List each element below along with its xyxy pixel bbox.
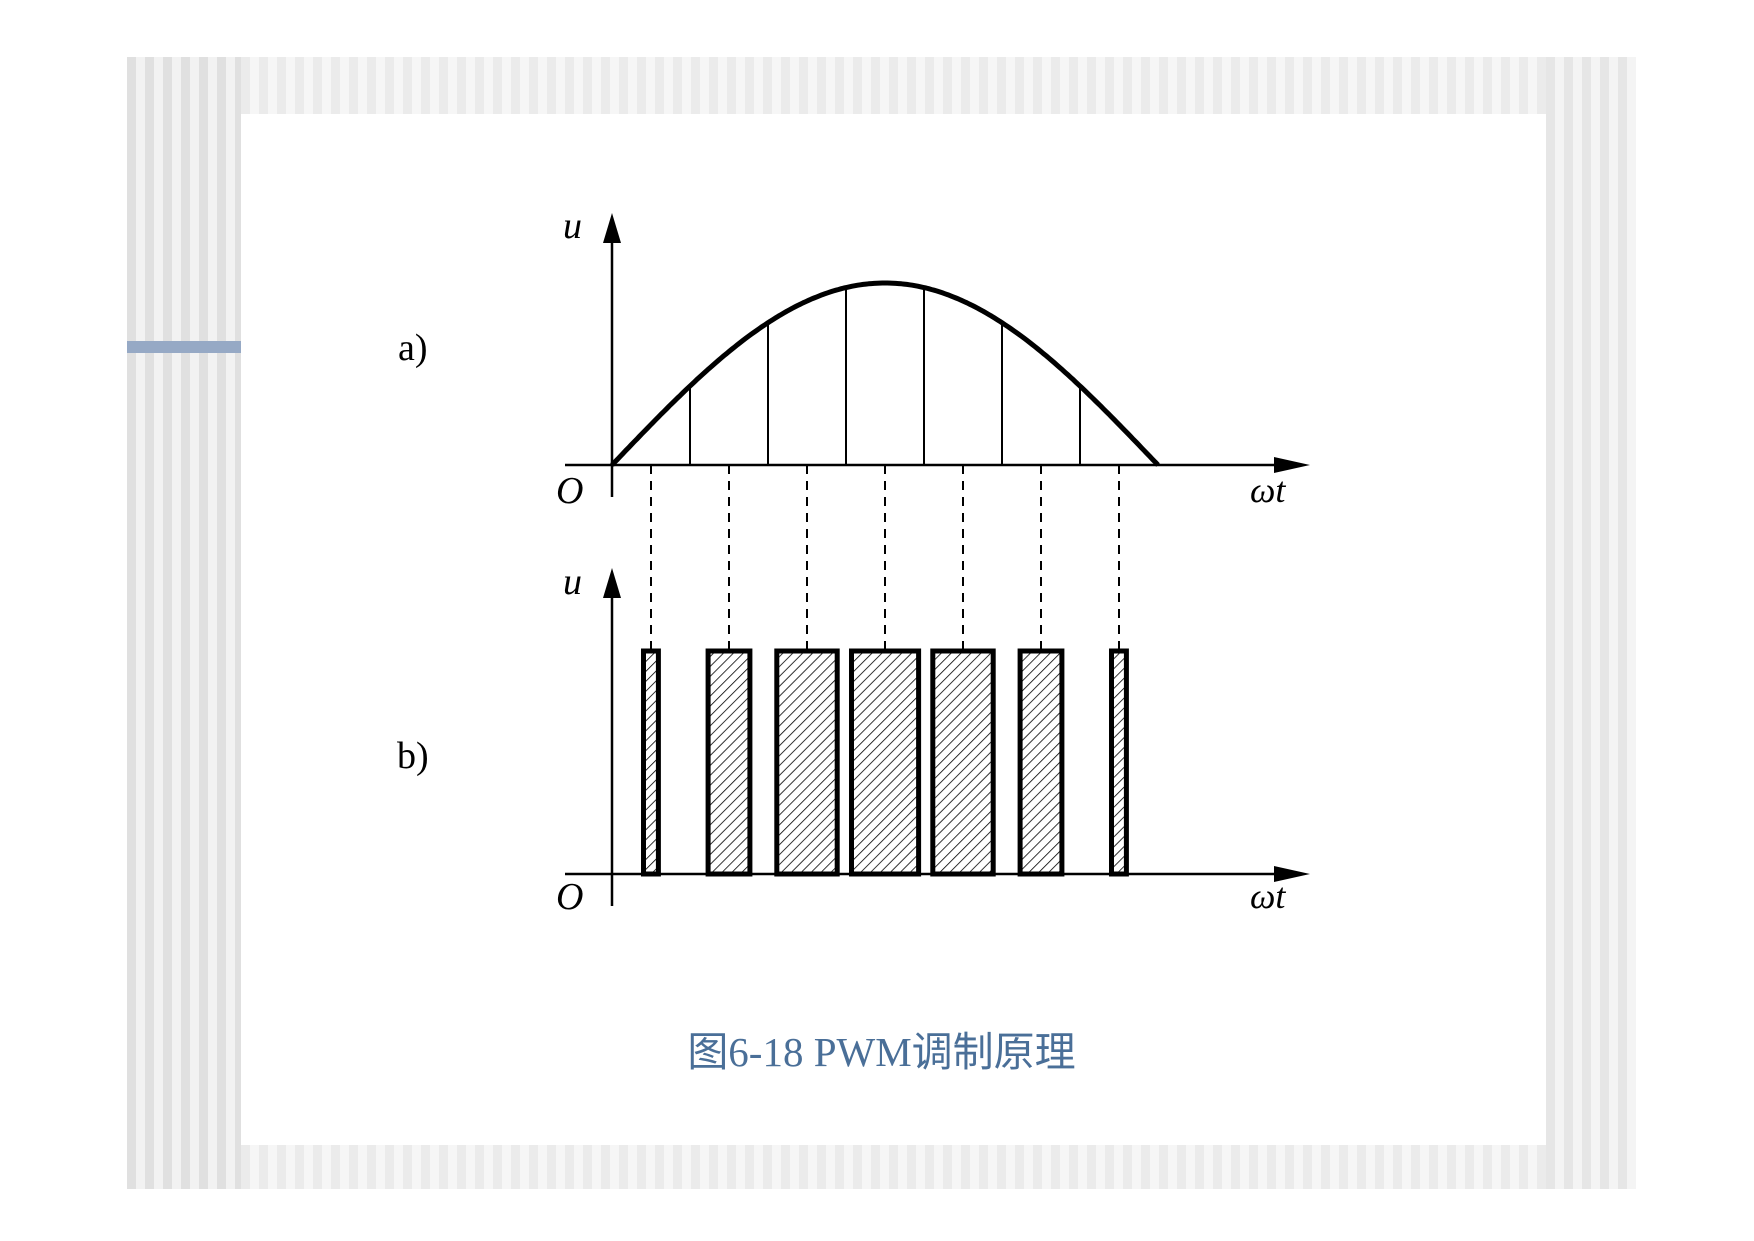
panel-b: b) u ωt O	[397, 561, 1310, 918]
panel-b-axes	[565, 568, 1310, 906]
panel-b-label: b)	[397, 735, 429, 777]
figure-caption: 图6-18 PWM调制原理	[687, 1029, 1076, 1075]
slide-content	[241, 114, 1546, 1145]
pwm-pulse	[1109, 648, 1129, 877]
panel-b-y-arrowhead	[603, 568, 621, 598]
right-decorative-band	[1546, 57, 1636, 1189]
panel-b-x-arrowhead	[1274, 866, 1310, 882]
panel-a-label: a)	[398, 327, 428, 369]
top-decorative-band	[241, 57, 1546, 114]
alignment-dashes	[650, 465, 1120, 651]
bottom-decorative-band	[241, 1145, 1546, 1189]
panel-b-y-axis-label: u	[563, 561, 582, 603]
pwm-pulse	[705, 648, 753, 877]
panel-a-x-axis-label: ωt	[1250, 470, 1286, 510]
panel-a-y-arrowhead	[603, 213, 621, 243]
sine-curve	[610, 280, 1160, 467]
slide-frame	[127, 57, 1636, 1189]
pwm-pulse	[930, 648, 996, 877]
pwm-pulse	[641, 648, 661, 877]
pwm-pulse	[849, 648, 922, 877]
accent-bar	[127, 341, 241, 353]
panel-b-x-axis-label: ωt	[1250, 876, 1286, 916]
pwm-pulse	[1017, 648, 1065, 877]
pwm-pulse	[774, 648, 840, 877]
panel-b-origin-label: O	[556, 876, 583, 918]
pwm-pulses	[641, 648, 1129, 877]
left-decorative-band	[127, 57, 241, 1189]
panel-a-axes	[565, 213, 1310, 497]
sine-wave-group	[610, 280, 1160, 467]
panel-a-origin-label: O	[556, 470, 583, 512]
panel-a-y-axis-label: u	[563, 205, 582, 247]
panel-a: a) u ωt O	[398, 205, 1310, 512]
panel-a-x-arrowhead	[1274, 457, 1310, 473]
